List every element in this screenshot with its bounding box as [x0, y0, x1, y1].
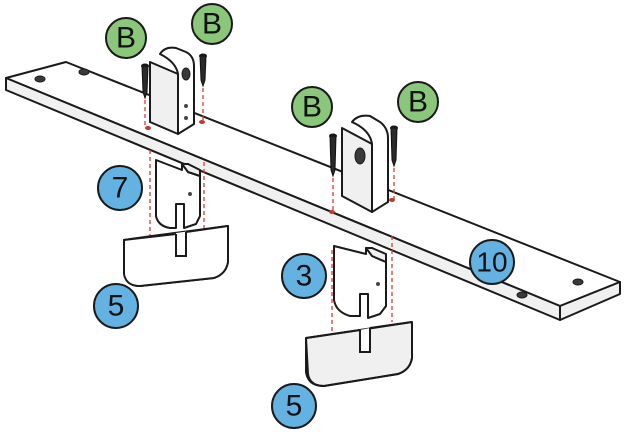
badge-label: 7 [112, 172, 129, 205]
part-3-under-bracket [333, 245, 387, 319]
badge-label: B [408, 86, 428, 119]
badge-circle [191, 3, 233, 45]
under-bracket-top [181, 163, 201, 177]
bracket-face [351, 114, 389, 213]
bracket-screw-hole [184, 104, 188, 108]
hardware-badge-b: B [291, 86, 333, 128]
pilot-hole [145, 126, 151, 130]
bracket-side [149, 61, 179, 135]
badge-circle [397, 81, 439, 123]
board-hole [34, 75, 46, 83]
board-hole [516, 291, 528, 299]
hardware-badge-b: B [397, 81, 439, 123]
bracket-side [341, 127, 373, 213]
badge-circle [469, 239, 515, 285]
badge-circle [271, 383, 317, 429]
badge-label: 5 [286, 390, 303, 423]
board-hole [78, 68, 90, 76]
under-bracket-top [365, 247, 387, 263]
bracket-hole [354, 147, 366, 165]
guide-lines [144, 88, 395, 336]
bracket-hole [181, 67, 191, 81]
part-7-under-bracket [155, 159, 201, 229]
screw [390, 125, 398, 168]
badge-label: 5 [108, 290, 125, 323]
part-badge-10: 10 [469, 239, 515, 285]
pilot-hole [329, 210, 335, 214]
right-top-bracket [341, 114, 389, 213]
badge-circle [93, 283, 139, 329]
board-hole [572, 278, 584, 286]
badge-label: B [202, 8, 222, 41]
badge-label: B [116, 22, 136, 55]
screw [329, 133, 337, 178]
part-5-foot-right [305, 321, 413, 388]
part-badge-3: 3 [281, 253, 327, 299]
badge-label: 3 [296, 260, 313, 293]
part-badge-7: 7 [97, 165, 143, 211]
part-5-foot-left [123, 225, 229, 287]
left-top-bracket [149, 46, 195, 135]
badge-label: 10 [476, 247, 507, 278]
hardware-badge-b: B [191, 3, 233, 45]
badge-circle [291, 86, 333, 128]
badge-circle [97, 165, 143, 211]
part-badge-5: 5 [93, 283, 139, 329]
badge-circle [281, 253, 327, 299]
pilot-hole [199, 120, 205, 124]
screw [141, 63, 149, 100]
badge-circle [105, 17, 147, 59]
bracket-screw-hole [184, 116, 188, 120]
hardware-badge-b: B [105, 17, 147, 59]
board-end-edge [559, 281, 621, 321]
screw [199, 53, 207, 88]
badge-label: B [302, 91, 322, 124]
part-badge-5: 5 [271, 383, 317, 429]
foot-outline [305, 322, 413, 388]
